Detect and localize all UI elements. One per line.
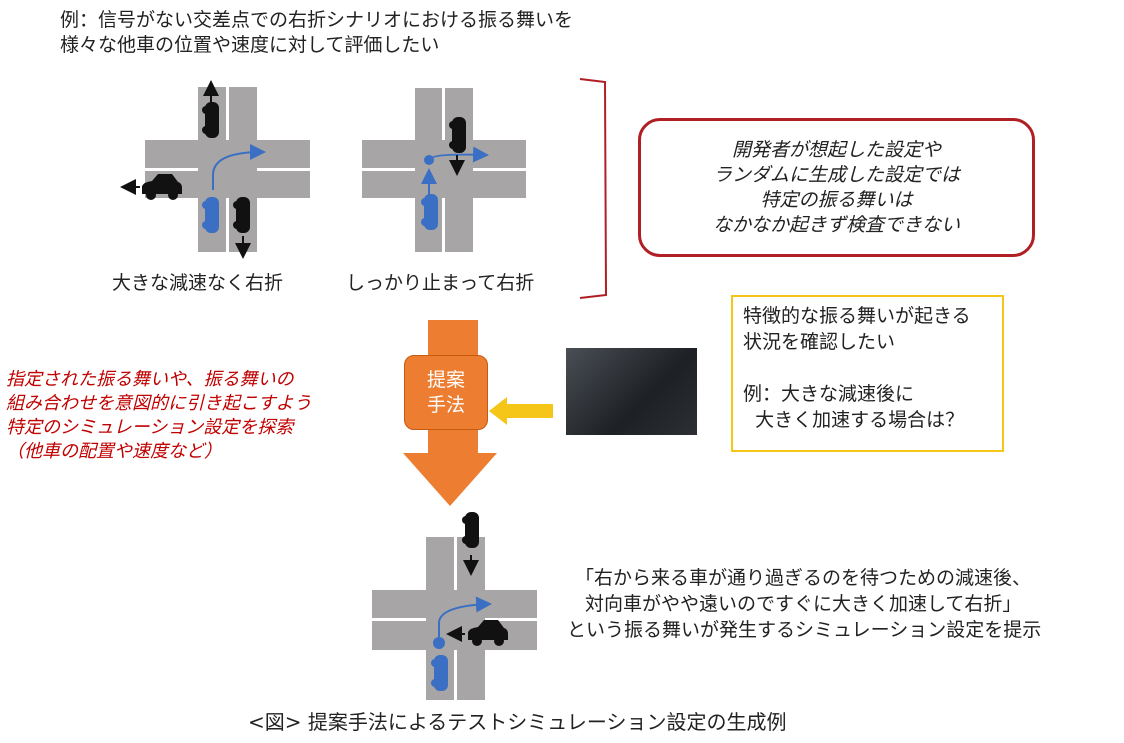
user-request-box: 特徴的な振る舞いが起きる 状況を確認したい 例：大きな減速後に 大きく加速する場… bbox=[731, 295, 1004, 452]
scenario-caption-2: しっかり止まって右折 bbox=[346, 272, 535, 294]
intro-line-1: 例：信号がない交差点での右折シナリオにおける振る舞いを bbox=[60, 9, 574, 31]
problem-line: 特定の振る舞いは bbox=[760, 188, 913, 211]
intersection-2 bbox=[362, 88, 526, 252]
method-description: 指定された振る舞いや、振る舞いの 組み合わせを意図的に引き起こすよう 特定のシミ… bbox=[6, 369, 312, 462]
intersection-3 bbox=[372, 512, 537, 700]
problem-box: 開発者が想起した設定や ランダムに生成した設定では 特定の振る舞いは なかなか起… bbox=[638, 118, 1035, 257]
problem-line: 開発者が想起した設定や bbox=[731, 138, 941, 161]
intro-line-2: 様々な他車の位置や速度に対して評価したい bbox=[60, 34, 440, 56]
thinking-person-photo bbox=[566, 348, 697, 435]
car-icon bbox=[462, 512, 479, 548]
result-line-2: 対向車がやや遠いのですぐに大きく加速して右折」 bbox=[585, 593, 1022, 615]
input-arrow bbox=[489, 397, 553, 425]
bracket bbox=[579, 78, 608, 299]
result-line-3: という振る舞いが発生するシミュレーション設定を提示 bbox=[567, 619, 1042, 641]
result-line-1: 「右から来る車が通り過ぎるのを待つための減速後、 bbox=[575, 567, 1032, 589]
intersection-1 bbox=[120, 80, 310, 259]
scenario-caption-1: 大きな減速なく右折 bbox=[112, 272, 284, 294]
figure-caption: <図> 提案手法によるテストシミュレーション設定の生成例 bbox=[248, 710, 787, 734]
proposed-method-box: 提案 手法 bbox=[404, 355, 488, 430]
problem-line: なかなか起きず検査できない bbox=[712, 213, 960, 236]
problem-line: ランダムに生成した設定では bbox=[712, 163, 960, 186]
